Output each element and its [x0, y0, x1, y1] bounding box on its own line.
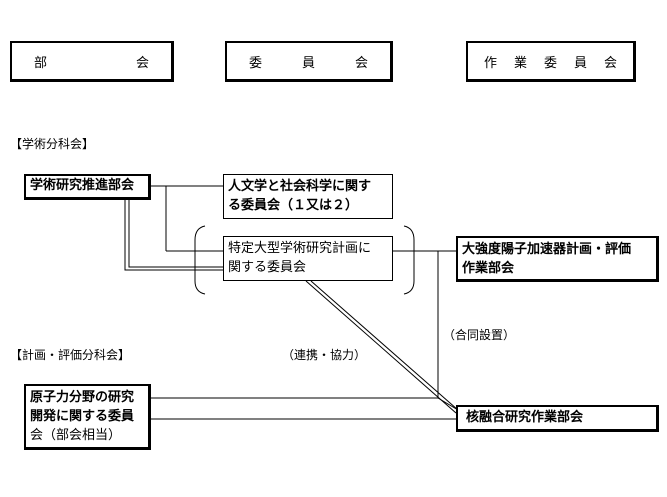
section-label-gakujutsu: 【学術分科会】	[10, 137, 95, 151]
header-sagyou-iinkai: 作業委員会	[466, 41, 636, 82]
bracket-right	[403, 225, 415, 295]
header-iinkai: 委員会	[225, 41, 393, 82]
node-jinbun-iinkai: 人文学と社会科学に関す る委員会（１又は２）	[223, 174, 393, 219]
node-genshiryoku-iinkai: 原子力分野の研究 開発に関する委員 会（部会相当）	[24, 384, 151, 450]
connector-renkei-a	[305, 280, 457, 414]
header-bukai: 部会	[10, 41, 174, 82]
connector-renkei-b	[310, 280, 459, 411]
node-daikyoudo-sagyoubukai: 大強度陽子加速器計画・評価 作業部会	[456, 236, 659, 282]
bracket-left	[194, 225, 206, 295]
node-tokutei-iinkai: 特定大型学術研究計画に 関する委員会	[223, 236, 393, 281]
connector-suishin-tokutei-double-b	[128, 199, 224, 268]
annotation-renkei-kyouryoku: （連携・協力）	[282, 348, 367, 362]
node-gakujutsu-suishin-bukai: 学術研究推進部会	[24, 174, 151, 200]
connector-joint-kakuyugou	[437, 397, 459, 411]
section-label-keikaku: 【計画・評価分科会】	[10, 348, 131, 362]
annotation-goudou-secchi: （合同設置）	[443, 328, 516, 342]
connector-suishin-tokutei-double-a	[124, 199, 224, 271]
node-kakuyugou-sagyoubukai: 核融合研究作業部会	[456, 405, 659, 432]
